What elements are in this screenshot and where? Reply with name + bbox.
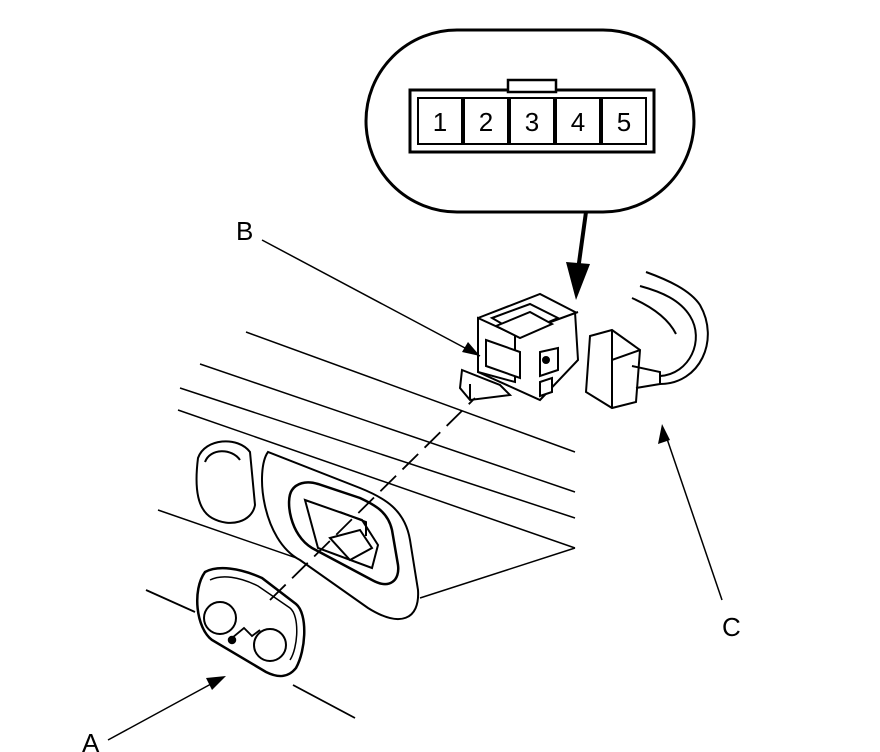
terminal-view-callout: 1 2 3 4 5: [364, 28, 696, 214]
pin-5-label: 5: [617, 107, 631, 137]
switch-a: [196, 566, 306, 678]
adjacent-button: [195, 440, 257, 524]
leader-b-arrowhead: [462, 342, 480, 356]
leader-c-arrowhead: [658, 424, 670, 444]
label-c: C: [722, 612, 741, 642]
switch-opening: [261, 450, 420, 620]
leader-c: [663, 429, 723, 601]
pin-3-label: 3: [525, 107, 539, 137]
panel-edge-left: [145, 589, 196, 613]
callout-arrow: [566, 211, 590, 300]
pin-2-label: 2: [479, 107, 493, 137]
leader-a-arrowhead: [206, 676, 226, 690]
panel-edge-right: [292, 684, 356, 719]
alignment-dashed-line: [269, 397, 476, 601]
panel-surface: [157, 331, 576, 599]
leader-a: [107, 677, 223, 741]
label-a: A: [82, 728, 100, 752]
connector-b: [458, 292, 580, 402]
wire-harness: [631, 271, 709, 385]
pin-1-label: 1: [433, 107, 447, 137]
leader-b: [261, 239, 481, 357]
connector-c: [584, 328, 661, 410]
label-b: B: [236, 216, 253, 246]
pin-4-label: 4: [571, 107, 585, 137]
